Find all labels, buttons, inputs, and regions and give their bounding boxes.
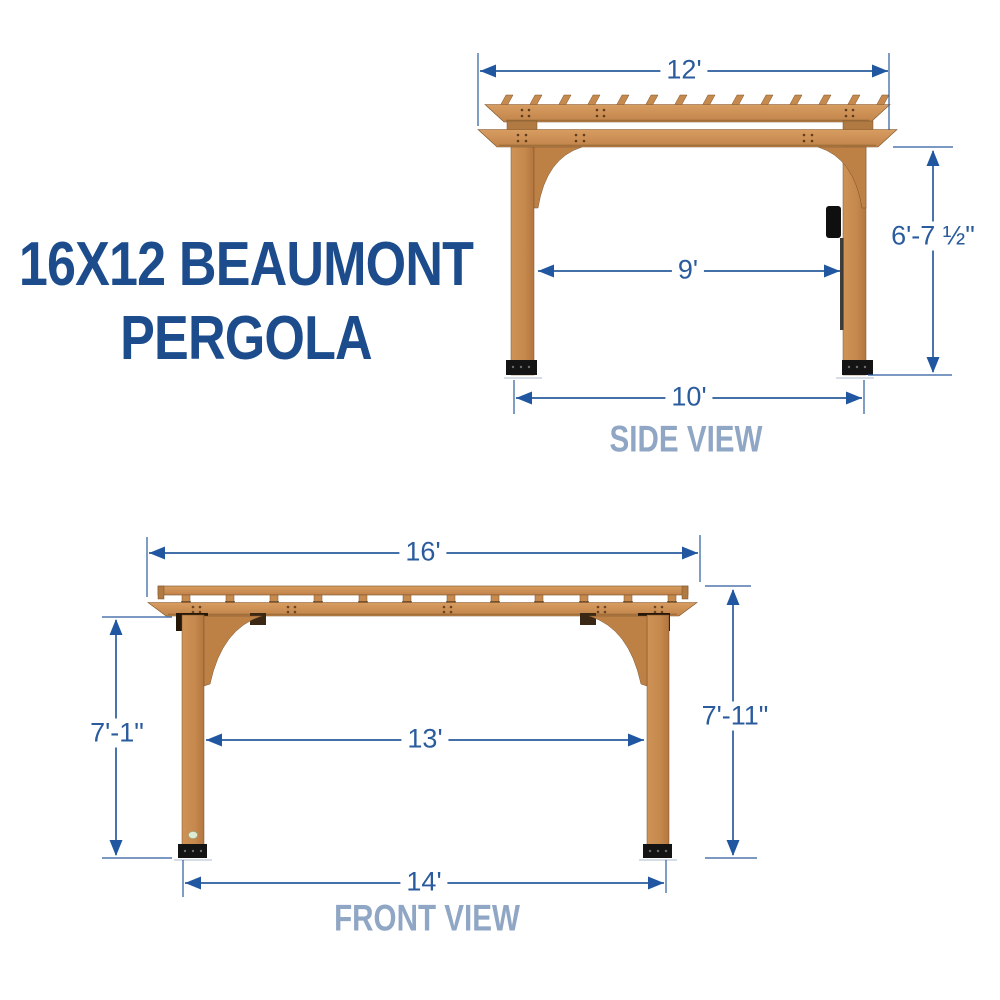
product-title-line2: PERGOLA: [120, 304, 372, 373]
dim-side-post-clear-span: 9': [671, 255, 705, 285]
front-view-caption: FRONT VIEW: [311, 900, 543, 937]
dim-front-post-clear-span: 13': [401, 724, 449, 754]
front-left-brace: [203, 615, 263, 687]
dim-front-overall-width: 16': [399, 537, 447, 567]
side-base-bracket-bolts: [511, 365, 867, 369]
side-upper-beam: [484, 104, 891, 123]
dim-front-base-width: 14': [400, 867, 448, 897]
product-title-line1: 16X12 BEAUMONT: [18, 230, 474, 299]
side-outlet-cable: [840, 238, 844, 330]
side-right-brace: [817, 146, 867, 209]
side-left-brace: [533, 146, 583, 209]
dim-side-post-height: 6'-7 ½": [885, 221, 981, 251]
front-rafter-ends: [181, 594, 677, 605]
front-top-rail-right-lip: [681, 585, 689, 600]
side-view-caption-text: SIDE VIEW: [609, 418, 763, 460]
front-right-brace-mount: [580, 613, 596, 625]
front-right-post: [646, 614, 670, 858]
front-post-logo: [188, 831, 198, 839]
dim-front-left-post-height: 7'-1": [84, 718, 150, 748]
product-title: 16X12 BEAUMONT PERGOLA: [0, 228, 516, 376]
side-view-drawing: [477, 94, 898, 379]
side-bolts: [516, 108, 855, 143]
side-lower-beam: [477, 129, 898, 148]
front-top-rail: [157, 585, 689, 596]
side-rafter-tails: [499, 94, 890, 107]
front-view-drawing: [147, 585, 698, 861]
front-base-bracket-bolts: [183, 849, 668, 853]
dim-side-overall-width: 12': [660, 55, 708, 85]
dim-side-base-width: 10': [665, 382, 713, 412]
front-bolts: [191, 605, 664, 614]
front-left-post: [181, 614, 205, 858]
front-right-brace: [588, 615, 648, 687]
front-beam: [147, 602, 698, 617]
front-view-caption-text: FRONT VIEW: [334, 897, 520, 939]
side-view-caption: SIDE VIEW: [590, 421, 781, 458]
front-top-rail-left-lip: [157, 585, 165, 600]
dim-front-right-post-height: 7'-11": [695, 701, 775, 731]
side-outlet-box: [826, 206, 841, 238]
